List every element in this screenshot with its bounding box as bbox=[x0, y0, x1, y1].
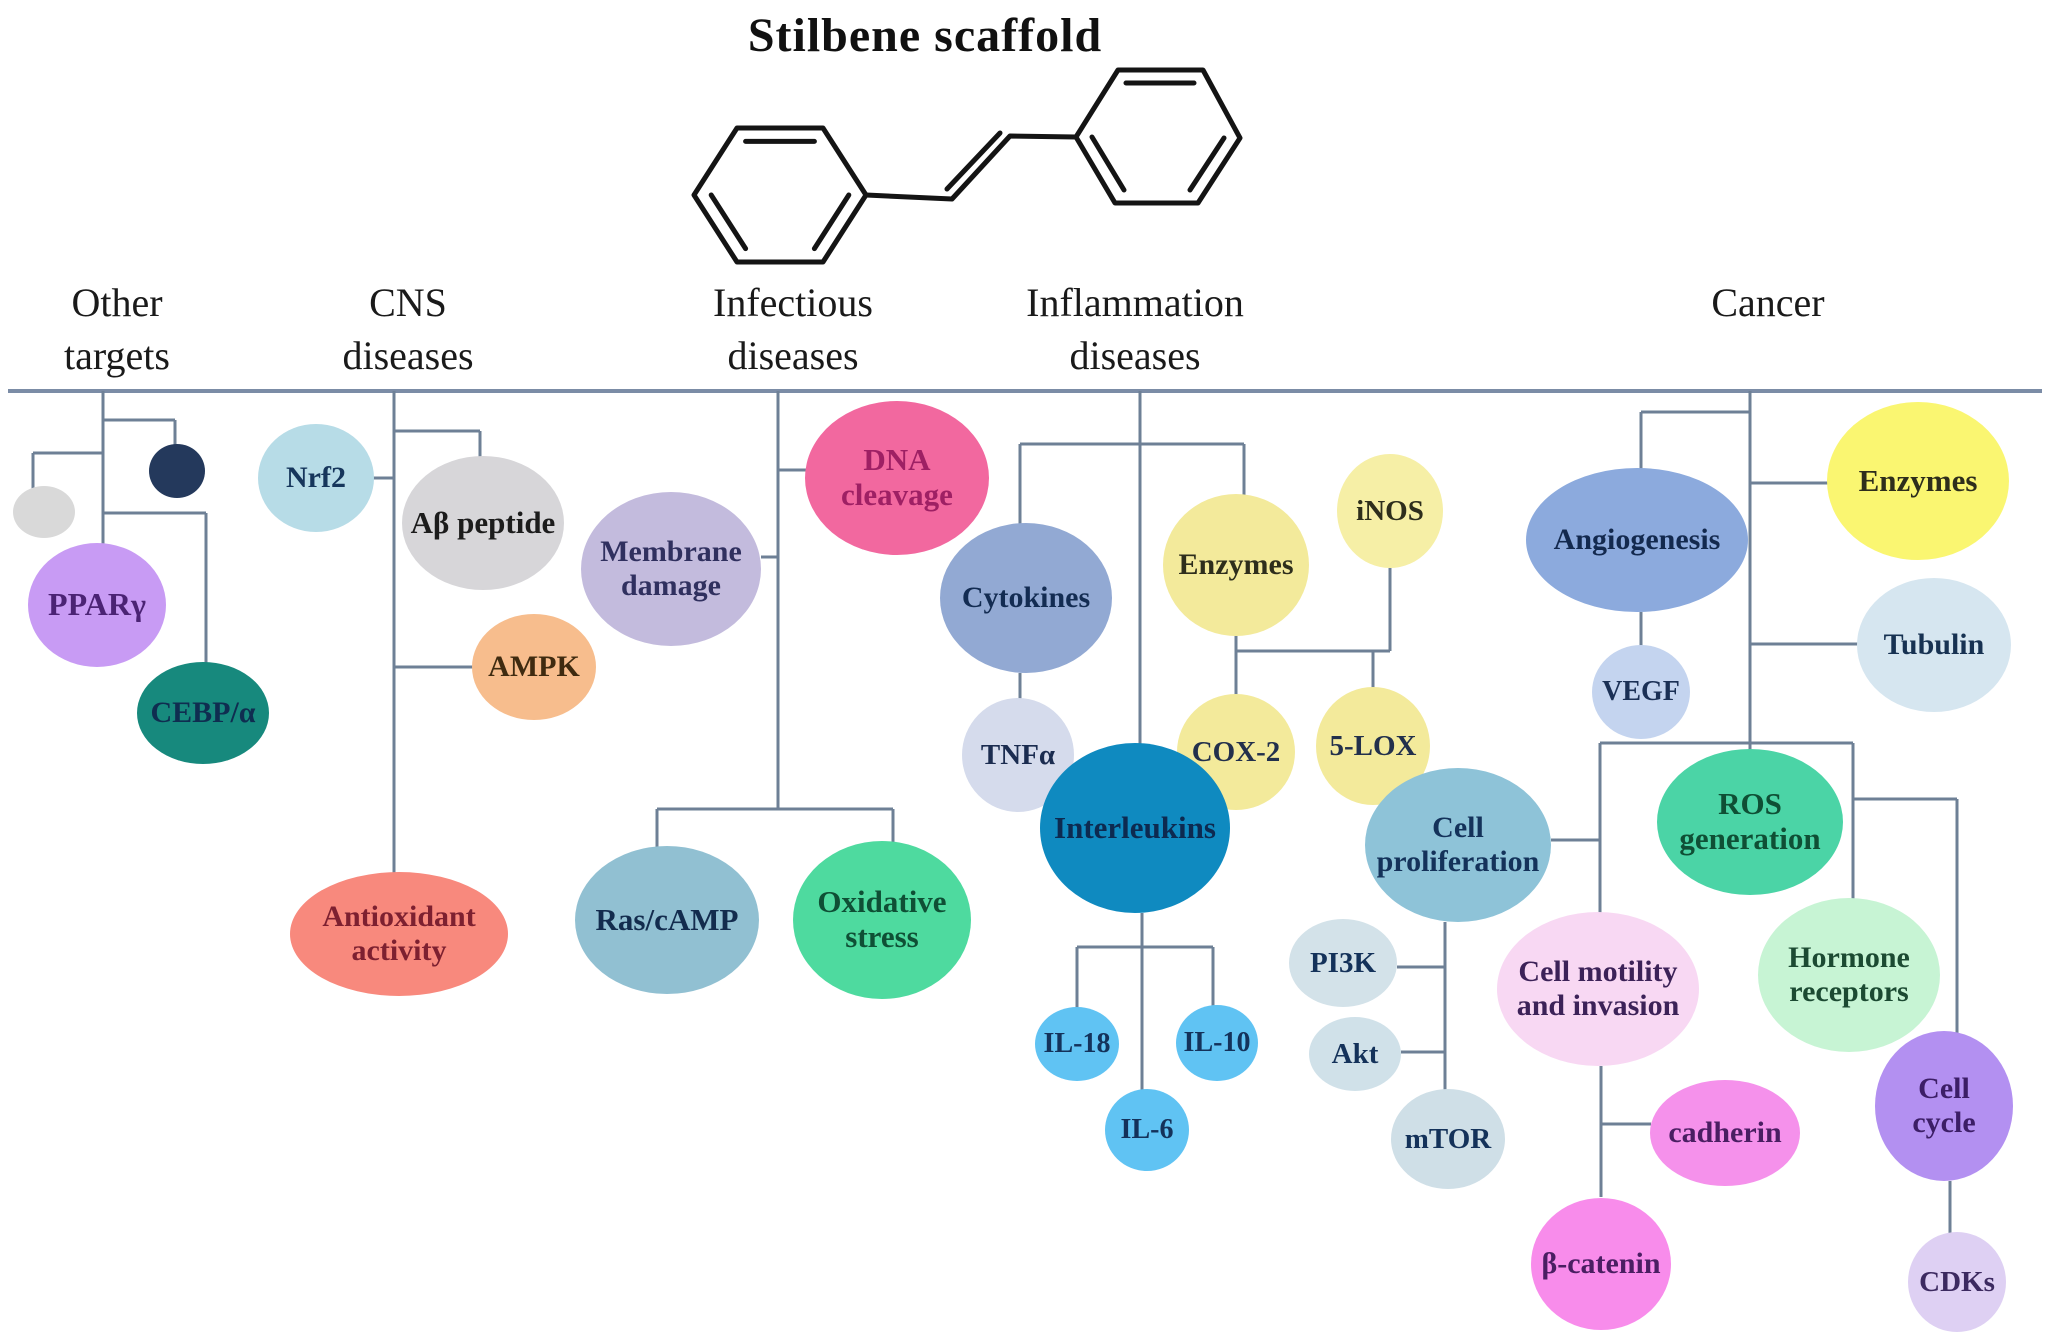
node-enzymes-inflammation: Enzymes bbox=[1163, 494, 1309, 636]
node-label: Hormone receptors bbox=[1788, 941, 1910, 1008]
node-enzymes-cancer: Enzymes bbox=[1827, 402, 2009, 560]
category-header-other-targets: Other targets bbox=[64, 276, 170, 382]
node-il-6: IL-6 bbox=[1105, 1089, 1189, 1171]
node-label: DNA cleavage bbox=[841, 442, 953, 512]
category-header-line: CNS bbox=[369, 280, 447, 325]
category-header-inflammation-diseases: Inflammation diseases bbox=[1026, 276, 1244, 382]
category-header-cancer: Cancer bbox=[1711, 276, 1824, 329]
node-interleukins: Interleukins bbox=[1040, 743, 1230, 913]
category-header-line: Other bbox=[71, 280, 163, 325]
node-dna-cleavage: DNA cleavage bbox=[805, 401, 989, 555]
diagram-title: Stilbene scaffold bbox=[747, 9, 1103, 62]
node-label: AMPK bbox=[488, 650, 580, 684]
node-label: Ras/cAMP bbox=[595, 901, 739, 937]
node-cox-2: COX-2 bbox=[1177, 694, 1295, 810]
node-cell-cycle: Cell cycle bbox=[1875, 1031, 2013, 1181]
node-label: CDKs bbox=[1919, 1265, 1995, 1298]
node-label: mTOR bbox=[1404, 1122, 1492, 1155]
node-mtor: mTOR bbox=[1391, 1089, 1505, 1189]
node-label: Enzymes bbox=[1858, 462, 1978, 498]
node-label: PI3K bbox=[1309, 946, 1377, 979]
node-label: IL-6 bbox=[1120, 1114, 1174, 1146]
benzene-ring-right-inner-bonds bbox=[1089, 80, 1227, 193]
node-ampk: AMPK bbox=[472, 614, 596, 720]
node-label: Oxidative stress bbox=[817, 884, 947, 954]
benzene-ring-left-inner-bonds bbox=[708, 138, 852, 252]
node-label: CEBP/α bbox=[150, 696, 256, 730]
node-ppar-gamma: PPARγ bbox=[28, 543, 166, 667]
node-nrf2: Nrf2 bbox=[258, 424, 374, 532]
node-label: Akt bbox=[1331, 1037, 1379, 1070]
node-label: IL-18 bbox=[1043, 1028, 1111, 1060]
node-label: Cell cycle bbox=[1912, 1072, 1976, 1139]
node-angiogenesis: Angiogenesis bbox=[1526, 468, 1748, 612]
node-il-10: IL-10 bbox=[1176, 1005, 1258, 1081]
node-label: Nrf2 bbox=[286, 461, 346, 495]
node-label: β-catenin bbox=[1541, 1247, 1661, 1281]
category-header-line: diseases bbox=[727, 333, 859, 378]
node-label: Interleukins bbox=[1054, 809, 1216, 845]
node-label: Aβ peptide bbox=[410, 504, 556, 540]
node-label: Cell motility and invasion bbox=[1516, 955, 1680, 1022]
category-header-line: targets bbox=[64, 333, 170, 378]
node-label: PPARγ bbox=[48, 586, 146, 623]
node-label: TNFα bbox=[980, 738, 1056, 771]
node-navy-dot bbox=[149, 444, 205, 498]
node-il-18: IL-18 bbox=[1035, 1007, 1119, 1081]
node-label: cadherin bbox=[1668, 1116, 1782, 1150]
node-label: Angiogenesis bbox=[1553, 523, 1721, 557]
node-cadherin: cadherin bbox=[1650, 1080, 1800, 1186]
category-header-line: Inflammation bbox=[1026, 280, 1244, 325]
node-label: Tubulin bbox=[1883, 628, 1985, 662]
category-header-line: diseases bbox=[1069, 333, 1201, 378]
node-label: Cell proliferation bbox=[1376, 811, 1540, 878]
category-header-line: Cancer bbox=[1711, 280, 1825, 325]
node-label: Cytokines bbox=[961, 581, 1091, 615]
node-cytokines: Cytokines bbox=[940, 523, 1112, 673]
node-antioxidant: Antioxidant activity bbox=[290, 872, 508, 996]
node-label: iNOS bbox=[1356, 494, 1424, 527]
node-beta-catenin: β-catenin bbox=[1531, 1198, 1671, 1330]
category-header-cns-diseases: CNS diseases bbox=[342, 276, 473, 382]
node-cell-proliferation: Cell proliferation bbox=[1365, 768, 1551, 922]
node-vegf: VEGF bbox=[1592, 645, 1690, 739]
node-label: Antioxidant activity bbox=[322, 900, 476, 967]
node-ras-camp: Ras/cAMP bbox=[575, 846, 759, 994]
node-cell-motility: Cell motility and invasion bbox=[1497, 912, 1699, 1066]
node-label: IL-10 bbox=[1183, 1027, 1251, 1059]
node-abeta-peptide: Aβ peptide bbox=[402, 456, 564, 590]
node-membrane-damage: Membrane damage bbox=[581, 492, 761, 646]
node-label: COX-2 bbox=[1191, 735, 1281, 768]
node-oxidative-stress: Oxidative stress bbox=[793, 841, 971, 999]
node-inos: iNOS bbox=[1337, 454, 1443, 568]
node-label: ROS generation bbox=[1679, 786, 1821, 856]
node-label: VEGF bbox=[1602, 676, 1680, 708]
node-gray-dot bbox=[13, 486, 75, 538]
node-pi3k: PI3K bbox=[1289, 919, 1397, 1007]
vinylene-bridge-bonds bbox=[863, 130, 1079, 202]
node-hormone-receptors: Hormone receptors bbox=[1758, 898, 1940, 1052]
benzene-ring-left bbox=[691, 125, 869, 265]
node-akt: Akt bbox=[1309, 1017, 1401, 1091]
category-header-infectious-diseases: Infectious diseases bbox=[713, 276, 873, 382]
node-ros-generation: ROS generation bbox=[1657, 749, 1843, 895]
category-header-line: diseases bbox=[342, 333, 474, 378]
node-label: 5-LOX bbox=[1329, 729, 1417, 762]
node-tubulin: Tubulin bbox=[1857, 578, 2011, 712]
category-header-line: Infectious bbox=[713, 280, 873, 325]
node-label: Enzymes bbox=[1178, 548, 1294, 582]
benzene-ring-right bbox=[1073, 67, 1243, 206]
node-label: Membrane damage bbox=[600, 535, 742, 602]
node-cdks: CDKs bbox=[1908, 1232, 2006, 1332]
node-cebp-alpha: CEBP/α bbox=[137, 662, 269, 764]
